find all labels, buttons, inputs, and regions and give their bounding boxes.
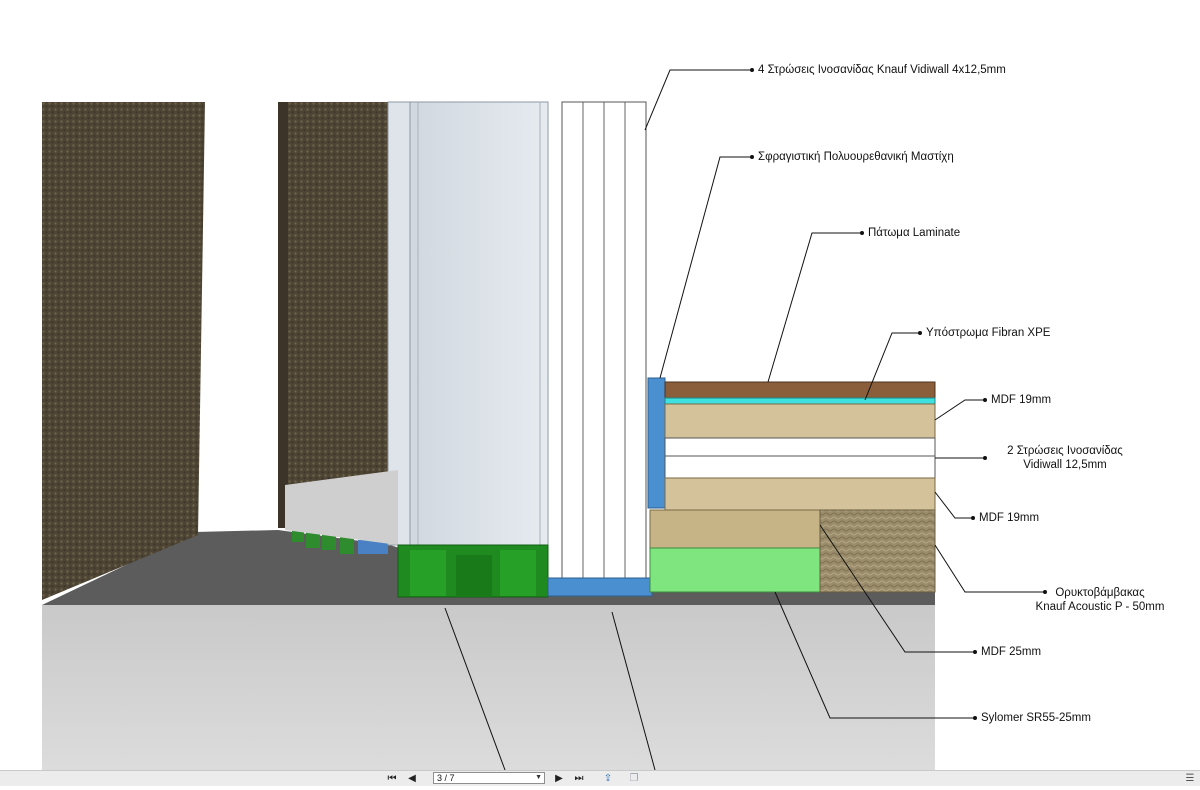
copy-icon[interactable]: ❐ <box>629 773 639 784</box>
label-mdf-mid: MDF 19mm <box>979 512 1040 524</box>
prev-page-icon[interactable]: ◀ <box>408 773 416 784</box>
next-page-icon[interactable]: ▶ <box>555 773 563 784</box>
label-mdf-top: MDF 19mm <box>991 394 1052 406</box>
sealant-vertical <box>647 377 666 509</box>
label-sylomer: Sylomer SR55-25mm <box>981 712 1091 724</box>
leader-lines <box>444 69 1045 771</box>
label-gypsum-floor: 2 Στρώσεις Ινοσανίδας Vidiwall 12,5mm <box>990 444 1140 472</box>
gypsum-column-front <box>397 101 549 546</box>
page-select[interactable]: 3 / 7 ▼ <box>433 772 545 784</box>
concrete-slab <box>42 605 935 770</box>
floor-buildup <box>649 381 936 593</box>
left-wall <box>42 102 205 600</box>
last-page-icon[interactable]: ⏭ <box>574 773 584 784</box>
label-gypsum-layers: 4 Στρώσεις Ινοσανίδας Knauf Vidiwall 4x1… <box>758 64 1006 76</box>
back-wall-edge <box>278 102 288 528</box>
gypsum-column-shade <box>285 470 398 545</box>
label-gypsum-floor-line2: Vidiwall 12,5mm <box>1023 459 1107 471</box>
sealant-base <box>547 577 653 597</box>
viewer-toolbar: ⏮ ◀ 3 / 7 ▼ ▶ ⏭ ⇪ ❐ ☰ <box>0 770 1200 786</box>
label-laminate: Πάτωμα Laminate <box>868 227 961 239</box>
page-select-value: 3 / 7 <box>437 773 455 783</box>
label-wool: Ορυκτοβάμβακας Knauf Acoustic P - 50mm <box>1015 586 1185 614</box>
vidiwall-layers <box>561 101 647 581</box>
floor-surface <box>42 530 935 605</box>
label-wool-line1: Ορυκτοβάμβακας <box>1055 587 1145 599</box>
label-wool-line2: Knauf Acoustic P - 50mm <box>1035 601 1165 613</box>
resilient-mount <box>397 544 549 598</box>
label-mdf-bottom: MDF 25mm <box>981 646 1042 658</box>
label-sealant: Σφραγιστική Πολυουρεθανική Μαστίχη <box>758 151 954 163</box>
label-underlay: Υπόστρωμα Fibran XPE <box>926 327 1051 339</box>
back-wall <box>285 102 395 528</box>
label-gypsum-floor-line1: 2 Στρώσεις Ινοσανίδας <box>1007 445 1123 457</box>
leader-dots <box>750 68 1047 720</box>
chevron-down-icon: ▼ <box>535 774 542 781</box>
menu-icon[interactable]: ☰ <box>1185 773 1195 784</box>
export-icon[interactable]: ⇪ <box>603 773 613 784</box>
first-page-icon[interactable]: ⏮ <box>387 773 397 784</box>
